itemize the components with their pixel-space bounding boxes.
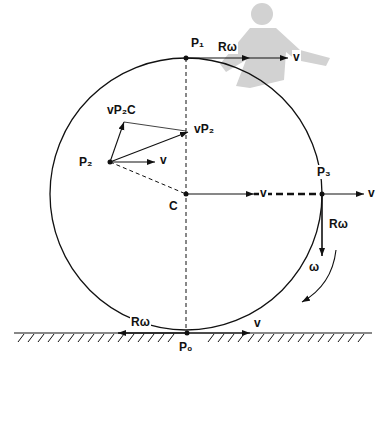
- velocity-label: v: [367, 186, 376, 200]
- velocity-label: vP₂: [193, 122, 215, 136]
- velocity-label: v: [253, 316, 262, 330]
- points: [108, 56, 325, 336]
- point-label: C: [168, 199, 179, 213]
- point-label: P₂: [78, 155, 93, 169]
- velocity-arrows: [110, 58, 364, 333]
- velocity-label: Rω: [217, 40, 238, 54]
- velocity-label: Rω: [328, 217, 349, 231]
- point-label: P₀: [178, 340, 193, 354]
- velocity-label: vP₂C: [106, 103, 137, 117]
- angular-velocity-label: ω: [308, 260, 320, 274]
- wheel-rim: [50, 58, 322, 330]
- radius-line: [110, 162, 186, 194]
- point-label: P₃: [316, 165, 332, 179]
- point-label: P₁: [190, 36, 205, 50]
- velocity-label: v: [159, 153, 168, 167]
- velocity-label: v: [292, 50, 301, 64]
- velocity-label: v: [259, 186, 268, 200]
- velocity-label: Rω: [130, 315, 151, 329]
